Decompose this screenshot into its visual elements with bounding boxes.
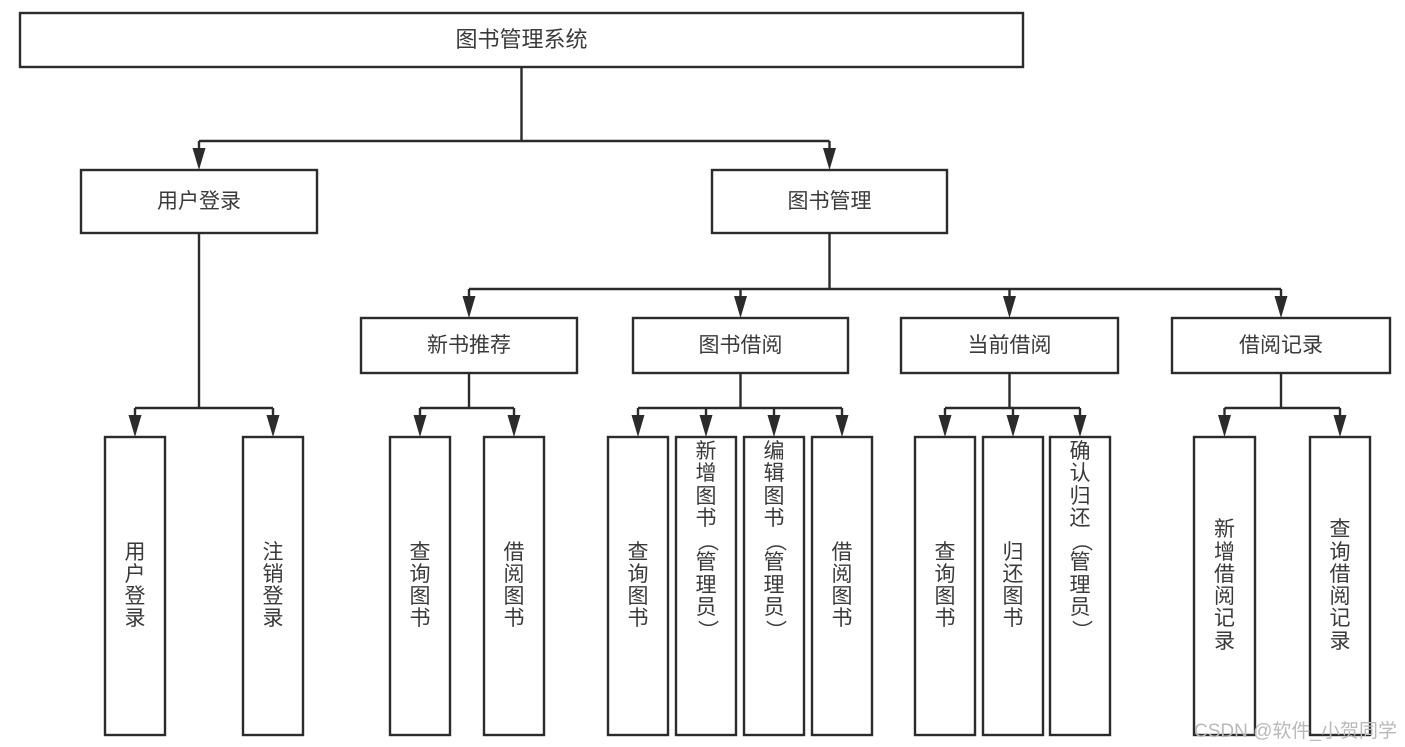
node-leaf-add-record[interactable] xyxy=(1192,435,1257,737)
arrow-head xyxy=(462,296,476,318)
node-label-root: 图书管理系统 xyxy=(455,27,587,52)
arrow-head xyxy=(699,415,713,437)
arrow-head xyxy=(1218,415,1231,437)
arrow-head xyxy=(1073,415,1087,437)
node-label-book-manage: 图书管理 xyxy=(788,190,872,213)
arrow-head xyxy=(413,415,427,437)
arrow-head xyxy=(734,296,747,318)
arrow-head xyxy=(631,415,645,437)
node-label-new-book-recommend: 新书推荐 xyxy=(427,334,511,357)
node-label-current-borrow: 当前借阅 xyxy=(968,334,1052,357)
arrow-head xyxy=(823,148,836,170)
edge-group-root xyxy=(192,67,836,170)
node-leaf-edit-book[interactable] xyxy=(742,435,806,737)
node-leaf-query-book-3[interactable] xyxy=(913,435,977,737)
arrow-head xyxy=(835,415,849,437)
node-book-borrow[interactable]: 图书借阅 xyxy=(631,316,850,375)
node-label-book-borrow: 图书借阅 xyxy=(699,334,783,357)
node-root[interactable]: 图书管理系统 xyxy=(18,11,1025,69)
edges-layer xyxy=(128,67,1347,437)
edge-group-borrow-record xyxy=(1218,373,1347,437)
node-book-manage[interactable]: 图书管理 xyxy=(710,168,949,235)
node-leaf-query-record[interactable] xyxy=(1308,435,1372,737)
node-leaf-borrow-book-2[interactable] xyxy=(810,435,874,737)
arrow-head xyxy=(1274,296,1288,318)
arrow-head xyxy=(1333,415,1347,437)
arrow-head xyxy=(266,415,280,437)
node-borrow-record[interactable]: 借阅记录 xyxy=(1170,316,1392,375)
arrow-head xyxy=(192,148,206,170)
arrow-head xyxy=(507,415,521,437)
edge-group-user-login xyxy=(128,233,280,437)
node-current-borrow[interactable]: 当前借阅 xyxy=(899,316,1120,375)
node-user-login[interactable]: 用户登录 xyxy=(79,168,319,235)
node-leaf-add-book[interactable] xyxy=(674,435,738,737)
arrow-head xyxy=(938,415,952,437)
arrow-head xyxy=(1006,415,1020,437)
arrow-head xyxy=(767,415,781,437)
node-new-book-recommend[interactable]: 新书推荐 xyxy=(359,316,579,375)
edge-group-current-borrow xyxy=(938,373,1087,437)
node-leaf-query-book-2[interactable] xyxy=(606,435,670,737)
edge-group-book-borrow xyxy=(631,373,849,437)
arrow-head xyxy=(1003,296,1016,318)
node-leaf-query-book-1[interactable] xyxy=(388,435,452,737)
node-leaf-confirm-return[interactable] xyxy=(1048,435,1112,737)
node-leaf-borrow-book-1[interactable] xyxy=(482,435,546,737)
node-leaf-user-login[interactable] xyxy=(103,435,167,737)
node-leaf-return-book[interactable] xyxy=(981,435,1045,737)
node-label-user-login: 用户登录 xyxy=(157,190,241,213)
arrow-head xyxy=(128,415,142,437)
edge-group-book-manage xyxy=(462,233,1288,318)
edge-group-new-book-recommend xyxy=(413,373,521,437)
node-label-borrow-record: 借阅记录 xyxy=(1239,334,1323,357)
node-leaf-logout[interactable] xyxy=(241,435,305,737)
